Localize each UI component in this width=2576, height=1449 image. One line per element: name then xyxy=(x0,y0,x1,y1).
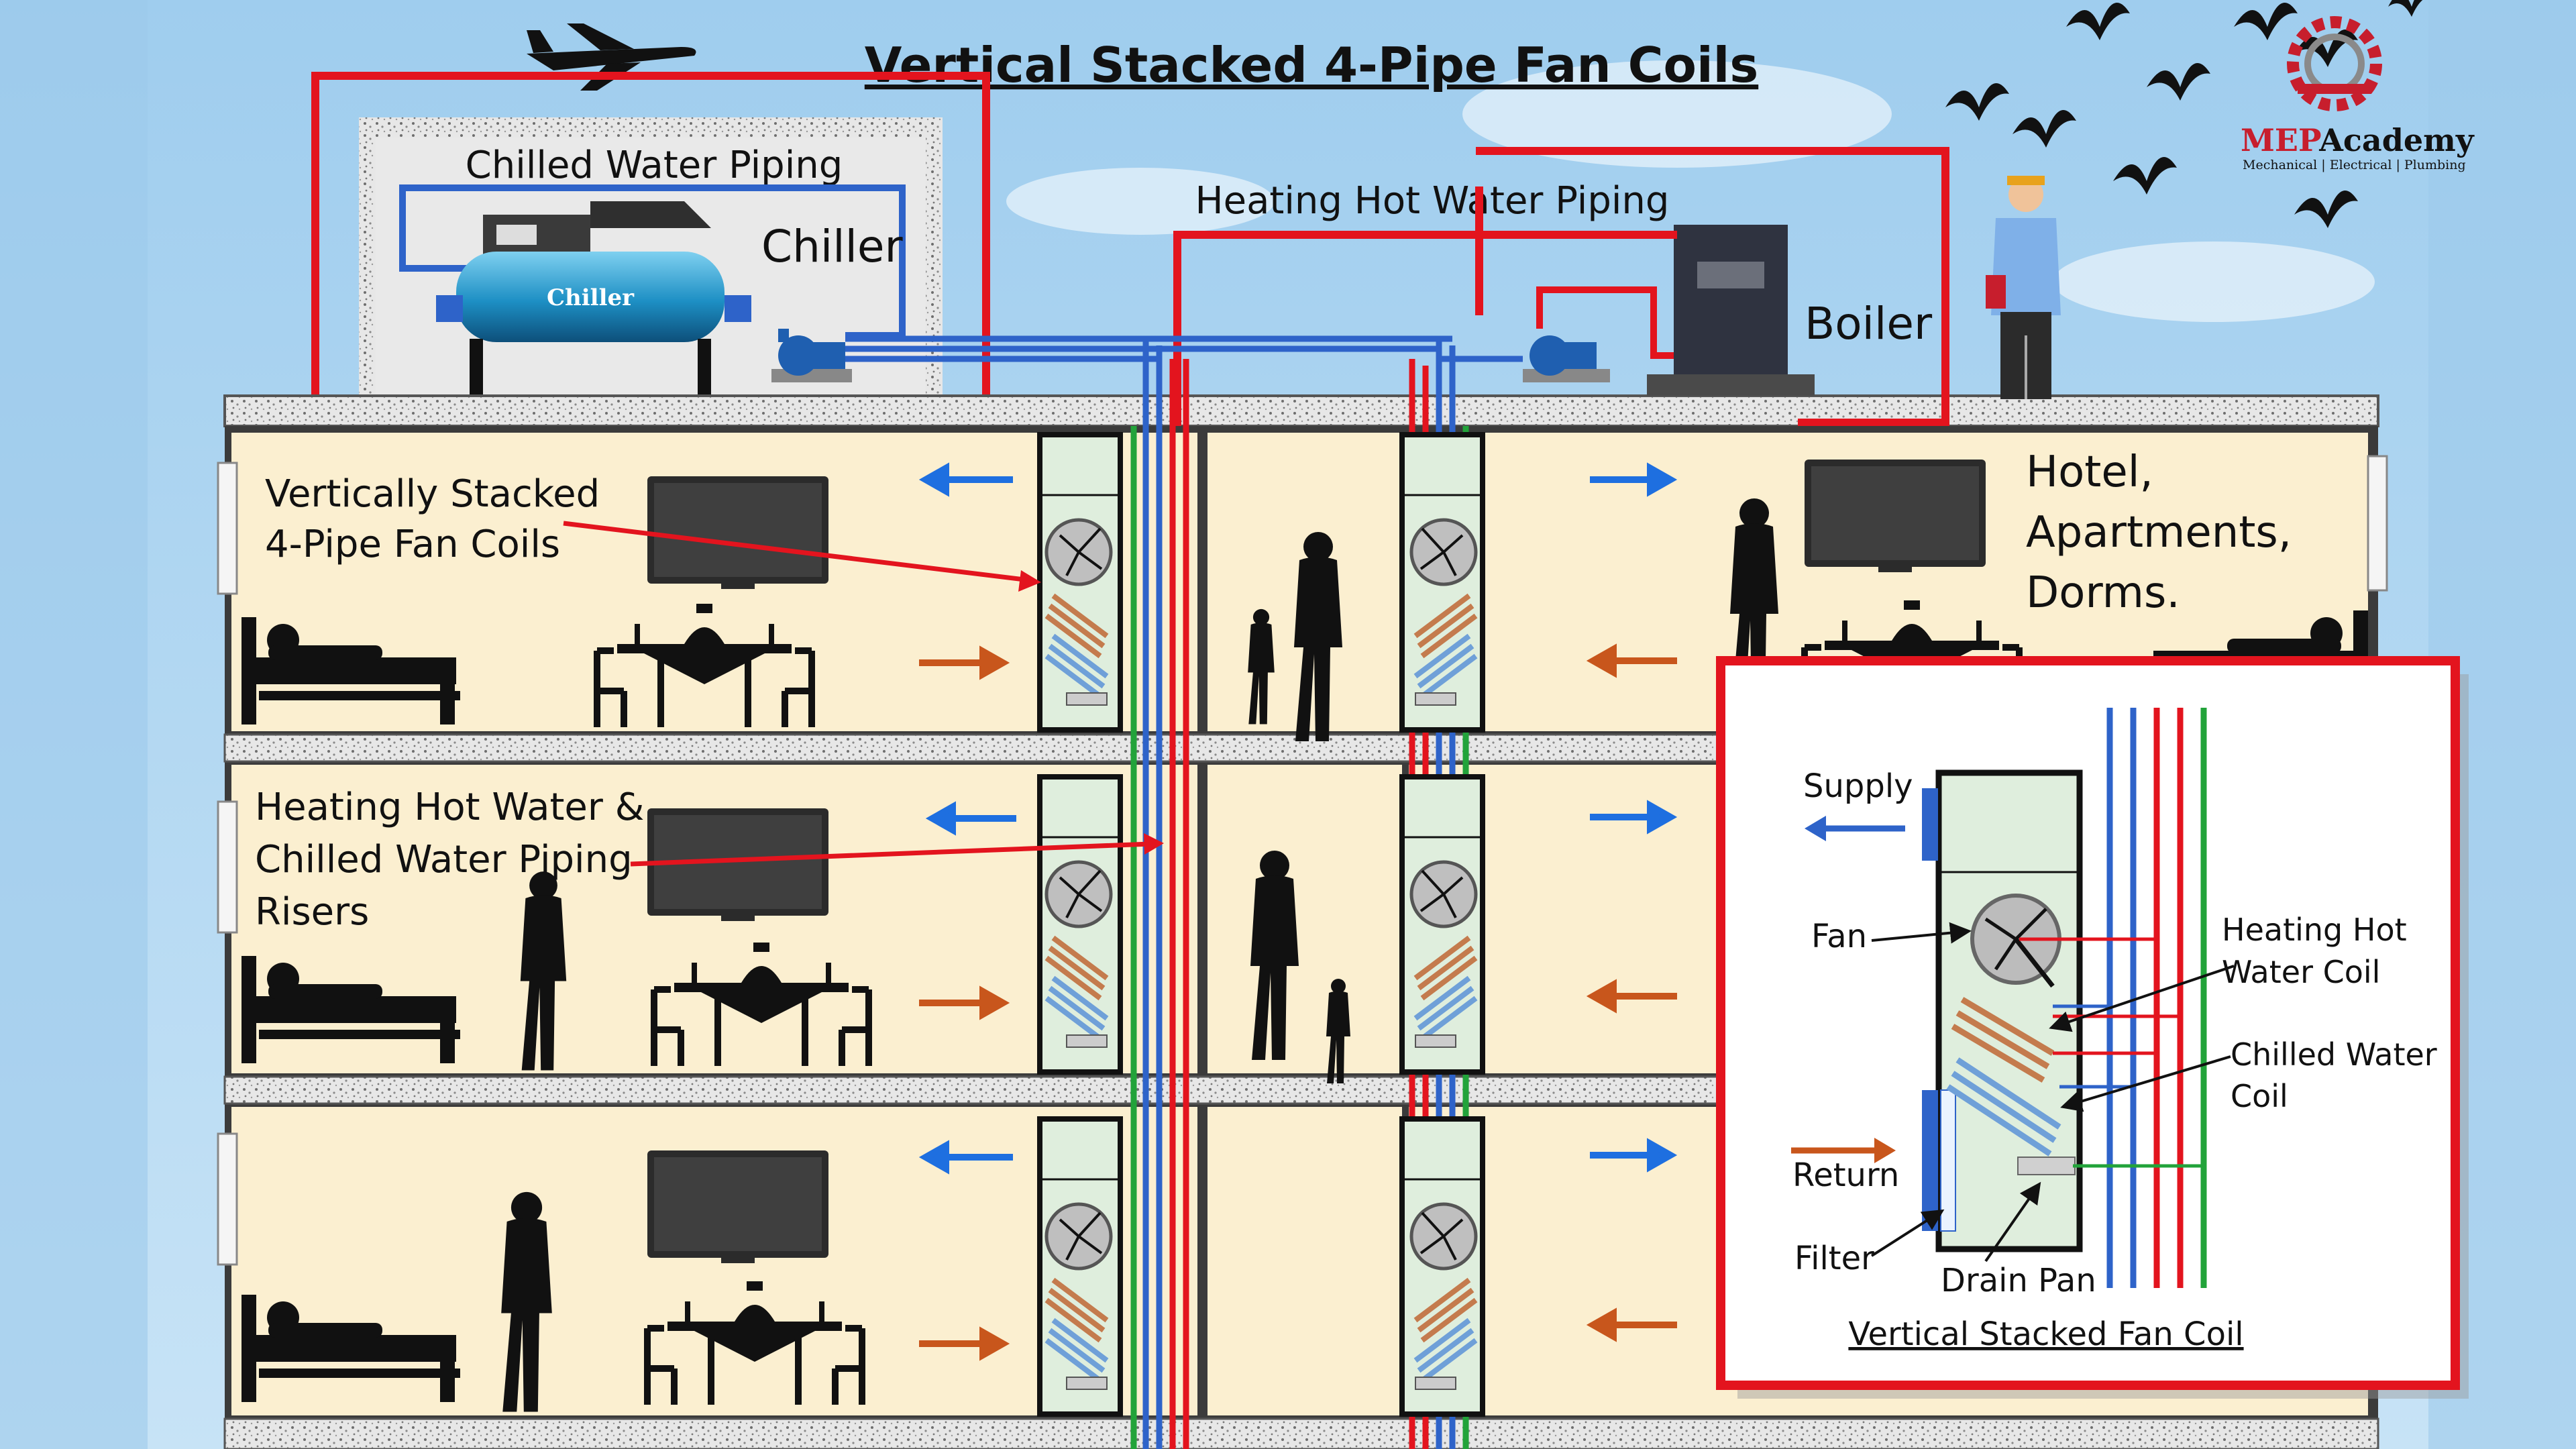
fan-coil-unit xyxy=(1040,777,1120,1072)
inset-supply-label: Supply xyxy=(1803,767,1913,805)
risers-callout-arrow xyxy=(630,841,1151,867)
fan-coils-label-line1: Vertically Stacked xyxy=(265,472,600,516)
svg-text:MEPAcademy: MEPAcademy xyxy=(2241,122,2475,158)
fan-coils-callout-arrowhead xyxy=(1018,570,1041,592)
hotel-label-line2: Apartments, xyxy=(2026,508,2292,557)
supply-air-arrows xyxy=(918,462,1678,1175)
piping-risers-left xyxy=(1130,339,1189,1449)
fan-coils-label-line2: 4-Pipe Fan Coils xyxy=(265,523,560,566)
boiler-unit xyxy=(1647,225,1815,396)
inset-heating-coil-label-line1: Heating Hot xyxy=(2222,912,2407,948)
fan-coil-unit xyxy=(1402,435,1483,730)
engineer-figure xyxy=(1986,176,2061,399)
fan-coil-unit xyxy=(1040,1119,1120,1414)
tv-icon xyxy=(1805,460,1986,572)
heating-hot-water-piping-label: Heating Hot Water Piping xyxy=(1195,179,1670,223)
airplane-icon xyxy=(527,23,696,91)
left-margin xyxy=(0,0,148,1449)
logo-brand-academy: Academy xyxy=(2318,122,2475,158)
logo-tagline: Mechanical | Electrical | Plumbing xyxy=(2243,158,2466,172)
chiller-unit: Chiller xyxy=(436,201,751,396)
hotel-label-line1: Hotel, xyxy=(2026,447,2153,497)
risers-label-line2: Chilled Water Piping xyxy=(255,838,633,881)
chilled-water-piping-label: Chilled Water Piping xyxy=(466,144,843,187)
hot-water-return-route xyxy=(1476,147,1949,427)
end-windows xyxy=(217,455,2388,1266)
mep-academy-logo: MEPAcademy Mechanical | Electrical | Plu… xyxy=(2241,16,2475,172)
roof-blue-piping xyxy=(845,335,1523,362)
inset-fan-label: Fan xyxy=(1811,918,1867,955)
inset-chilled-coil-label-line1: Chilled Water xyxy=(2231,1036,2437,1073)
fan-coil-unit xyxy=(1040,435,1120,730)
inset-drain-pan-label: Drain Pan xyxy=(1941,1262,2096,1299)
return-air-arrows xyxy=(919,643,1677,1361)
chiller-body-label: Chiller xyxy=(547,284,635,311)
risers-callout-arrowhead xyxy=(1144,833,1164,855)
chiller-label: Chiller xyxy=(761,221,904,272)
hotel-label-line3: Dorms. xyxy=(2026,568,2180,618)
tv-icon xyxy=(647,1150,828,1263)
fan-coil-unit xyxy=(1402,777,1483,1072)
risers-label-line1: Heating Hot Water & xyxy=(255,786,644,829)
tv-icon xyxy=(647,476,828,589)
inset-return-label: Return xyxy=(1792,1157,1899,1194)
inset-chilled-coil-label-line2: Coil xyxy=(2231,1078,2288,1114)
hot-water-pump-icon xyxy=(1523,335,1610,382)
inset-caption: Vertical Stacked Fan Coil xyxy=(1848,1316,2243,1353)
chilled-water-pump-icon xyxy=(771,329,852,382)
fan-coils-callout-arrow xyxy=(563,521,1030,583)
fan-coil-unit xyxy=(1402,1119,1483,1414)
roof-slab xyxy=(223,394,2379,427)
fan-coil-detail-inset: Supply Fan Heating Hot Water Coil Chille… xyxy=(1716,656,2469,1399)
rooms xyxy=(231,433,2368,1415)
boiler-pump-loop xyxy=(1536,286,1674,359)
logo-brand-mep: MEP xyxy=(2241,122,2321,158)
inset-filter-label: Filter xyxy=(1794,1240,1874,1277)
inset-heating-coil-label-line2: Water Coil xyxy=(2222,954,2380,990)
boiler-label: Boiler xyxy=(1805,298,1933,350)
risers-label-line3: Risers xyxy=(255,890,369,934)
tv-icon xyxy=(647,808,828,921)
gear-icon xyxy=(2287,16,2382,111)
diagram-title: Vertical Stacked 4-Pipe Fan Coils xyxy=(865,37,1758,93)
chilled-water-loop xyxy=(399,184,906,339)
